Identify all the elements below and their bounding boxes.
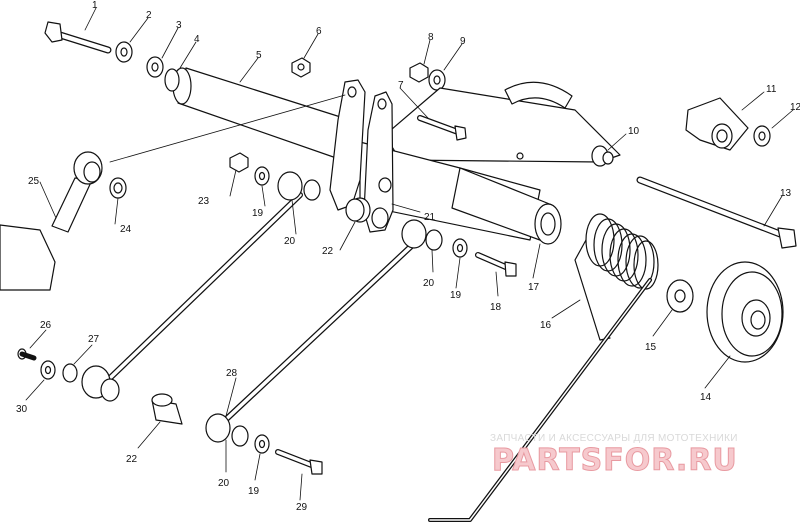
callout-5: 5: [256, 50, 262, 61]
bushing-part-17: [451, 167, 562, 245]
callout-30: 30: [16, 404, 28, 415]
callout-6: 6: [316, 26, 322, 37]
callout-10: 10: [628, 126, 640, 137]
callout-23: 23: [198, 196, 210, 207]
callout-20: 20: [423, 278, 435, 289]
rear-crossbar: [384, 81, 621, 167]
callout-25: 25: [28, 176, 40, 187]
callout-16: 16: [540, 320, 552, 331]
link-part-20-upper: [81, 171, 321, 402]
block-part-11: [685, 97, 749, 151]
callout-18: 18: [490, 302, 502, 313]
callout-8: 8: [428, 32, 434, 43]
bushing-part-22b: [151, 393, 183, 425]
spring-part-16: [428, 213, 659, 522]
callout-7: 7: [398, 80, 404, 91]
callout-3: 3: [176, 20, 182, 31]
watermark-brand: PARTSFOR.RU: [492, 443, 738, 478]
bolt-part-13: [636, 176, 797, 249]
callout-19: 19: [252, 208, 264, 219]
callout-19: 19: [450, 290, 462, 301]
callout-4: 4: [194, 34, 200, 45]
bolt-part-29: [275, 449, 323, 475]
callout-11: 11: [766, 84, 777, 95]
callout-2: 2: [146, 10, 152, 21]
nut-part-23: [229, 152, 249, 173]
callout-15: 15: [645, 342, 657, 353]
leader-lines: [25, 7, 794, 501]
callout-19: 19: [248, 486, 260, 497]
callout-20: 20: [218, 478, 230, 489]
bushing-part-4: [164, 68, 180, 92]
bolt-part-7: [417, 115, 467, 141]
callout-21: 21: [424, 212, 436, 223]
callout-13: 13: [780, 188, 792, 199]
callout-17: 17: [528, 282, 540, 293]
callout-12: 12: [790, 102, 800, 113]
bushing-part-22a: [345, 198, 365, 222]
callout-28: 28: [226, 368, 238, 379]
washer-part-27: [62, 363, 78, 383]
nut-part-8: [409, 62, 429, 83]
watermark-tagline: ЗАПЧАСТИ И АКСЕССУАРЫ ДЛЯ МОТОТЕХНИКИ: [490, 433, 738, 444]
callout-24: 24: [120, 224, 132, 235]
wheel-part-14: [706, 261, 784, 363]
callout-22: 22: [126, 454, 138, 465]
callout-9: 9: [460, 36, 466, 47]
callout-26: 26: [40, 320, 52, 331]
callout-1: 1: [92, 0, 98, 11]
shock-part-25: [0, 151, 103, 291]
callout-22: 22: [322, 246, 334, 257]
bolt-part-18: [475, 252, 517, 277]
bolt-part-1: [44, 21, 112, 54]
callout-27: 27: [88, 334, 100, 345]
shaft-part-5: [164, 67, 351, 161]
callout-20: 20: [284, 236, 296, 247]
bracket-part-21: [329, 79, 394, 233]
link-part-28: [205, 219, 443, 447]
callout-29: 29: [296, 502, 308, 513]
callout-14: 14: [700, 392, 712, 403]
watermark: ЗАПЧАСТИ И АКСЕССУАРЫ ДЛЯ МОТОТЕХНИКИ PA…: [490, 433, 738, 479]
